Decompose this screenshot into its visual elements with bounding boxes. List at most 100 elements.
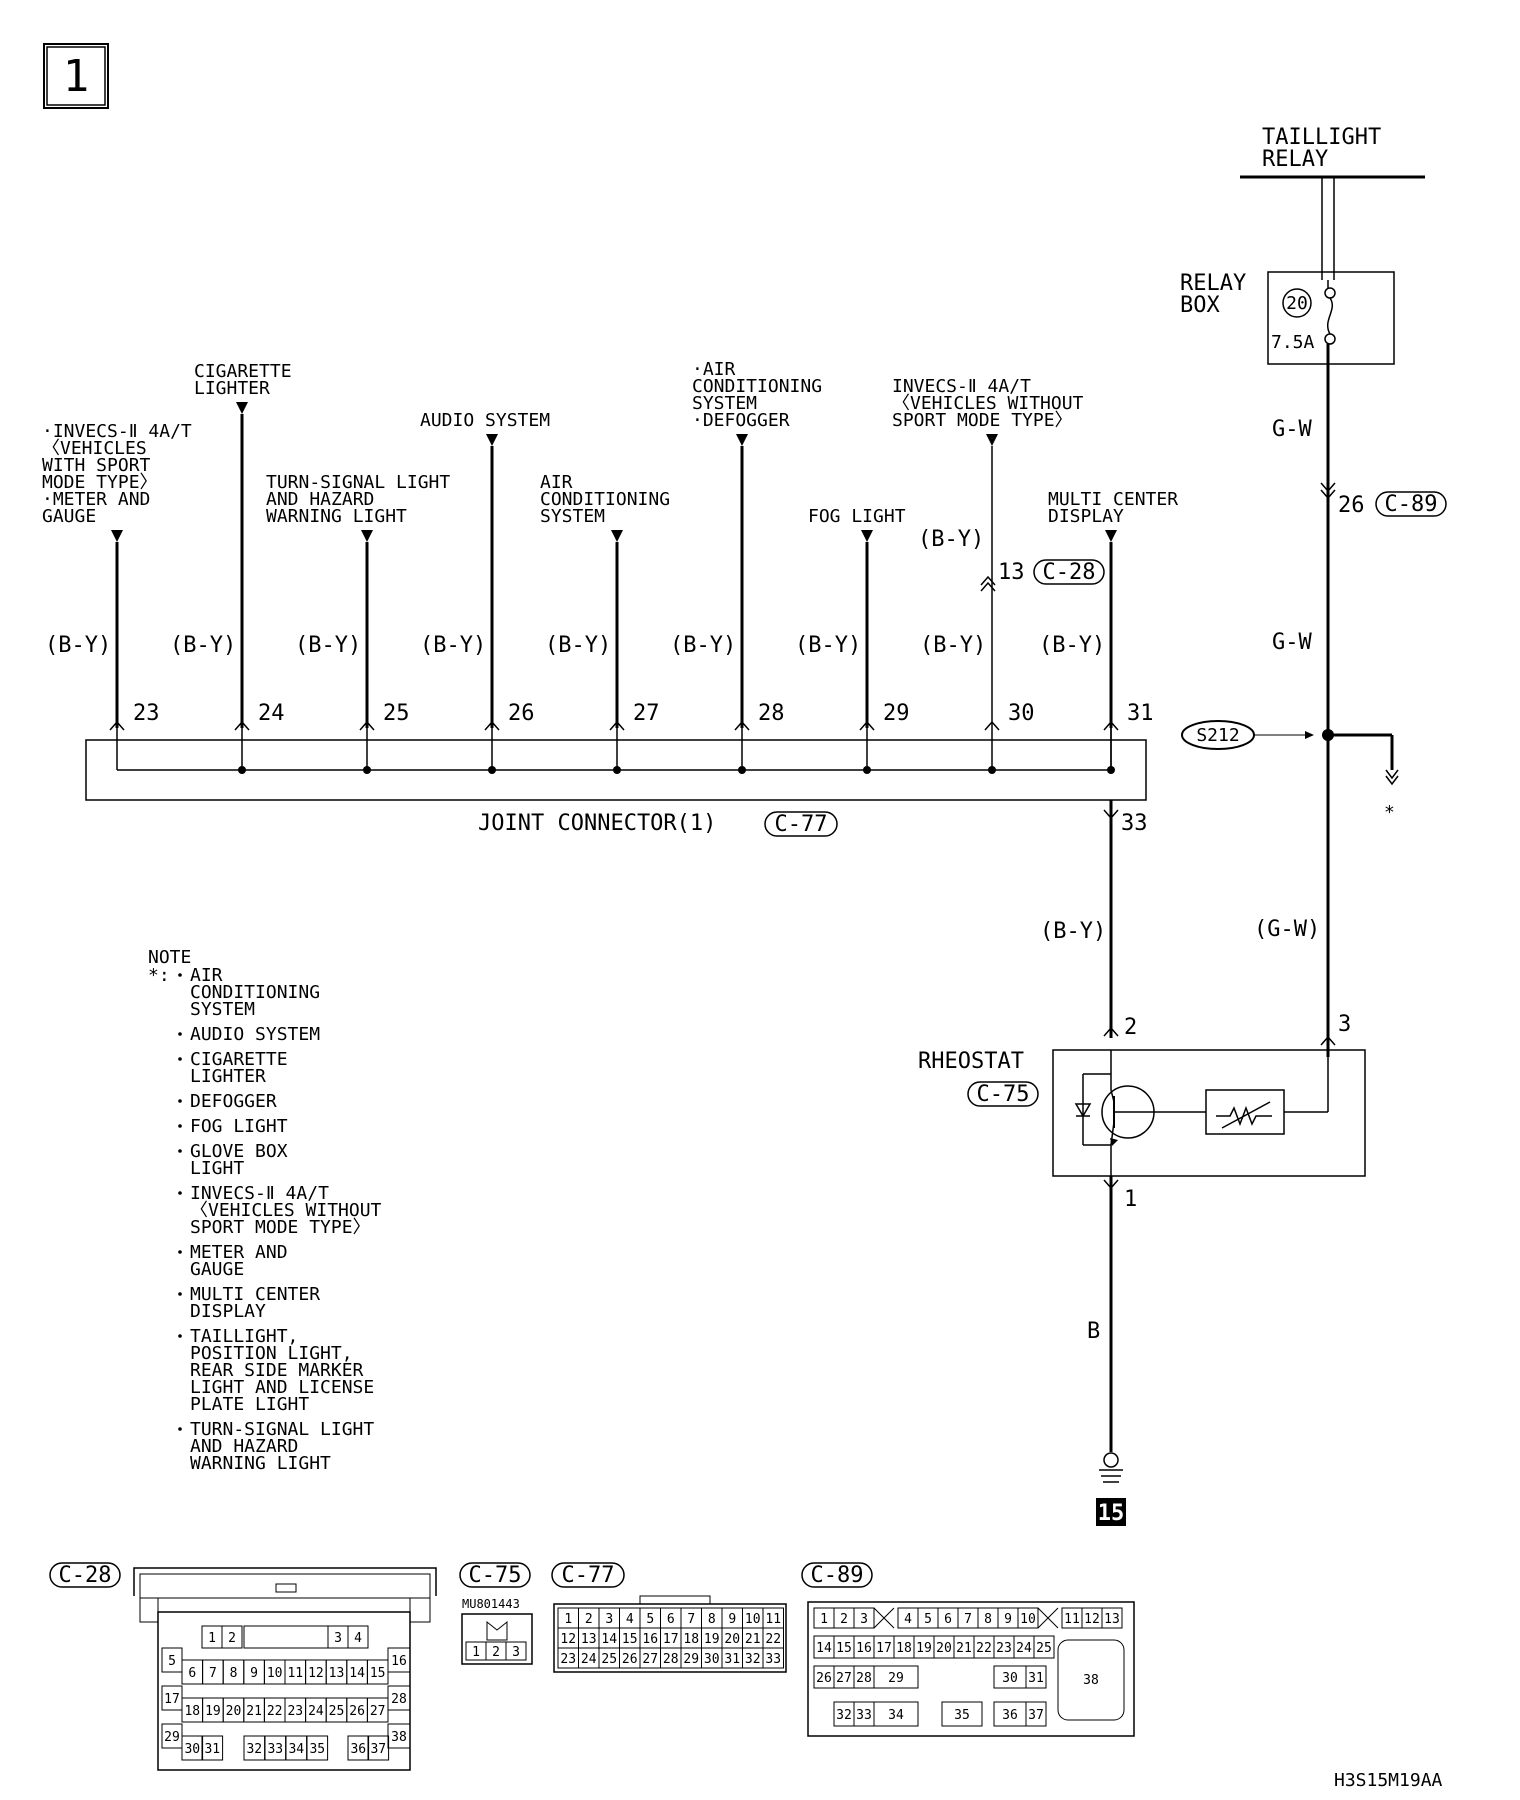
cell-number: 31 [1028, 1671, 1044, 1686]
cell-number: 33 [765, 1652, 781, 1667]
note-item-line: TURN-SIGNAL LIGHT [190, 1419, 374, 1440]
note-item-line: LIGHTER [190, 1066, 266, 1087]
gw-label-lower: (G-W) [1254, 917, 1320, 942]
branch-label: MODE TYPE〉 [42, 472, 158, 493]
connector-cell: 13 [578, 1627, 600, 1649]
branch-label: AIR [540, 472, 573, 493]
connector-cell: 3 [505, 1641, 527, 1661]
connector-cell: 14 [346, 1659, 368, 1685]
c28-face-ref: C-28 [59, 1563, 112, 1588]
fuse-rating: 7.5A [1271, 332, 1315, 353]
c89-ref-badge: C-89 [1375, 491, 1447, 517]
connector-cell: 23 [284, 1697, 307, 1723]
cell-number: 7 [687, 1612, 695, 1627]
note-item-line: MULTI CENTER [190, 1284, 320, 1305]
jc-pin: 24 [258, 701, 285, 726]
note-item-line: GLOVE BOX [190, 1141, 288, 1162]
connector-cell: 17 [161, 1685, 183, 1711]
branch-label: CIGARETTE [194, 361, 292, 382]
jc-pin: 30 [1008, 701, 1035, 726]
cell-number: 11 [287, 1666, 303, 1681]
note-item-line: METER AND [190, 1242, 288, 1263]
connector-cell: 34 [285, 1735, 308, 1761]
ground-number: 15 [1098, 1501, 1125, 1526]
branch-label: ·DEFOGGER [692, 410, 790, 431]
connector-cell: 14 [813, 1635, 835, 1659]
connector-cell: 38 [387, 1723, 411, 1749]
connector-cell: 21 [742, 1627, 764, 1649]
cell-number: 11 [1064, 1612, 1080, 1627]
cell-number: 5 [646, 1612, 654, 1627]
rheostat-label: RHEOSTAT [918, 1049, 1024, 1074]
cell-number: 20 [936, 1641, 952, 1656]
cell-number: 32 [745, 1652, 761, 1667]
cell-number: 16 [642, 1632, 658, 1647]
rheostat-pin-2: 2 [1124, 1015, 1137, 1040]
branch-label: 〈VEHICLES WITHOUT [892, 393, 1084, 414]
note-item-line: DEFOGGER [190, 1091, 277, 1112]
note-title: NOTE [148, 947, 191, 968]
cell-number: 13 [581, 1632, 597, 1647]
cell-number: 12 [1084, 1612, 1100, 1627]
cell-number: 18 [683, 1632, 699, 1647]
connector-cell: 25 [325, 1697, 348, 1723]
c89-face-ref: C-89 [811, 1563, 864, 1588]
cell-number: 28 [856, 1671, 872, 1686]
note-item-line: PLATE LIGHT [190, 1394, 309, 1415]
branch-label: FOG LIGHT [808, 506, 906, 527]
note-item: DEFOGGER [178, 1091, 277, 1112]
cell-number: 7 [964, 1612, 972, 1627]
cell-number: 21 [745, 1632, 761, 1647]
cell-number: 14 [601, 1632, 617, 1647]
connector-cell: 33 [762, 1647, 784, 1669]
cell-number: 13 [329, 1666, 345, 1681]
cell-number: 27 [836, 1671, 852, 1686]
note-item-line: TAILLIGHT, [190, 1326, 298, 1347]
branch-30: INVECS-Ⅱ 4A/T〈VEHICLES WITHOUT SPORT MOD… [892, 376, 1084, 774]
cell-number: 9 [1004, 1612, 1012, 1627]
variable-resistor-symbol [1205, 1089, 1285, 1135]
connector-cell: 36 [993, 1701, 1027, 1727]
cell-number: 14 [816, 1641, 832, 1656]
cell-number: 15 [622, 1632, 638, 1647]
connector-cell: 22 [762, 1627, 784, 1649]
connector-cell: 5 [639, 1607, 661, 1629]
cell-number: 12 [560, 1632, 576, 1647]
cell-number: 7 [209, 1666, 217, 1681]
connector-cell: 35 [941, 1701, 983, 1727]
connector-cell: 30 [701, 1647, 723, 1669]
note-item-line: SPORT MODE TYPE〉 [190, 1217, 371, 1238]
c28-marker: 13 C-28 (B-Y) [918, 527, 1105, 592]
connector-cell: 10 [263, 1659, 286, 1685]
connector-cell: 6 [181, 1659, 204, 1685]
cell-number: 9 [250, 1666, 258, 1681]
rheostat-pin-1: 1 [1124, 1187, 1137, 1212]
connector-cell: 5 [917, 1607, 939, 1629]
asterisk: * [1384, 802, 1395, 823]
connector-cell: 23 [993, 1635, 1015, 1659]
connector-cell: 32 [742, 1647, 764, 1669]
branch-label: CONDITIONING [692, 376, 822, 397]
connector-cell: 4 [347, 1625, 369, 1649]
connector-cell: 29 [680, 1647, 702, 1669]
connector-cell: 16 [853, 1635, 875, 1659]
by-label: (B-Y) [670, 633, 736, 658]
cell-number: 1 [564, 1612, 572, 1627]
note-marker: *: [148, 965, 170, 986]
cell-number: 21 [956, 1641, 972, 1656]
fuse-number-circle [1282, 288, 1312, 318]
connector-cell: 37 [367, 1735, 390, 1761]
note-item-line: DISPLAY [190, 1301, 266, 1322]
connector-cell: 18 [181, 1697, 204, 1723]
connector-cell: 11 [284, 1659, 307, 1685]
branch-label: 〈VEHICLES [42, 438, 147, 459]
cell-number: 33 [267, 1742, 283, 1757]
cell-number: 15 [836, 1641, 852, 1656]
c77-ref-badge: C-77 [764, 811, 838, 837]
